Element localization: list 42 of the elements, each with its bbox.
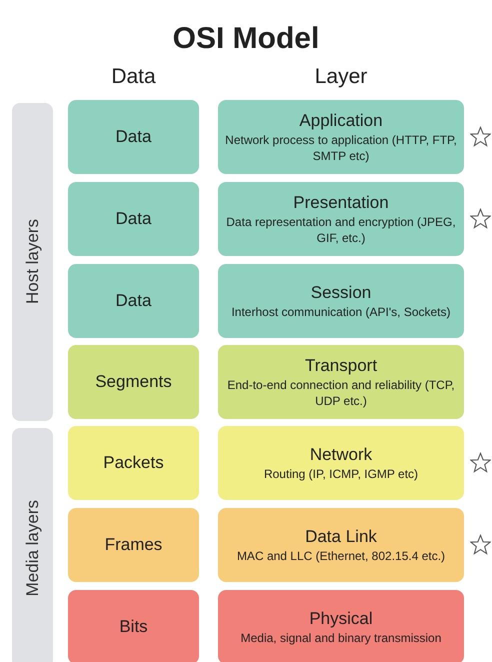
diagram-title: OSI Model xyxy=(172,24,320,54)
column-header: Layer xyxy=(314,66,368,87)
layer-name: Session xyxy=(310,282,372,304)
data-unit-label: Data xyxy=(116,126,152,148)
data-unit-label: Data xyxy=(116,208,152,230)
layer-name: Network xyxy=(310,444,372,466)
data-unit-label: Segments xyxy=(95,371,172,394)
layer-group-band xyxy=(12,103,53,421)
column-header: Data xyxy=(110,66,157,87)
data-unit-box xyxy=(68,182,199,256)
layer-description: Media, signal and binary transmission xyxy=(240,630,442,646)
layer-box xyxy=(218,182,464,256)
layer-description: Routing (IP, ICMP, IGMP etc) xyxy=(264,466,418,482)
layer-box xyxy=(218,345,464,419)
layer-name: Presentation xyxy=(293,192,389,214)
data-unit-label: Packets xyxy=(103,452,164,474)
data-unit-box xyxy=(68,100,199,174)
data-unit-label: Data xyxy=(116,290,152,312)
layer-box xyxy=(218,590,464,662)
data-unit-box xyxy=(68,264,199,338)
layer-name: Data Link xyxy=(305,526,377,548)
band-label: Host layers xyxy=(22,219,43,305)
data-unit-box xyxy=(68,590,199,662)
data-unit-box xyxy=(68,345,199,419)
data-unit-box xyxy=(68,426,199,500)
layer-box xyxy=(218,264,464,338)
layer-description: Interhost communication (API's, Sockets) xyxy=(231,304,451,320)
layer-description: Data representation and encryption (JPEG, GIF, etc.) xyxy=(225,214,457,246)
layer-description: End-to-end connection and reliability (TCP, UDP etc.) xyxy=(226,376,456,409)
data-unit-label: Frames xyxy=(104,534,162,556)
layer-description: Network process to application (HTTP, FTP, SMTP etc) xyxy=(224,132,458,164)
layer-name: Application xyxy=(299,110,383,132)
data-unit-label: Bits xyxy=(119,616,148,638)
layer-description: MAC and LLC (Ethernet, 802.15.4 etc.) xyxy=(236,548,446,564)
data-unit-box xyxy=(68,508,199,582)
band-label: Media layers xyxy=(22,500,43,596)
layer-box xyxy=(218,100,464,174)
layer-name: Physical xyxy=(309,608,373,630)
layer-name: Transport xyxy=(304,355,378,377)
layer-box xyxy=(218,426,464,500)
layer-box xyxy=(218,508,464,582)
layer-group-band xyxy=(12,428,53,662)
